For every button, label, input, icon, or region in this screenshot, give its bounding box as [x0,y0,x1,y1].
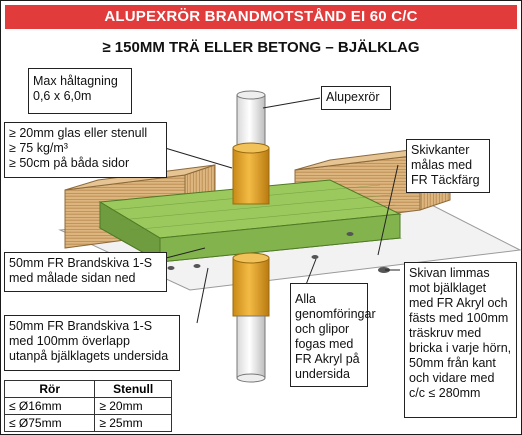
table-cell: ≤ Ø16mm [3,397,96,415]
label-penetrations: Alla genomföringar och glipor fogas med … [290,283,376,387]
label-edges-line: Skivkanter [411,143,470,157]
label-glue-line: c/c ≤ 280mm [409,386,481,400]
label-penetrations-line: och glipor [295,322,350,336]
table-cell: ≥ 25mm [94,414,172,432]
label-glue-line: mot bjälklaget [409,281,487,295]
label-insulation: ≥ 20mm glas eller stenull ≥ 75 kg/m³ ≥ 5… [4,122,167,178]
label-board-upper-line: 50mm FR Brandskiva 1-S [9,256,153,270]
label-board-lower-line: 50mm FR Brandskiva 1-S [9,319,153,333]
leader-lines [164,97,400,324]
table-header-cell: Stenull [94,380,172,398]
pipe-insulation-table: Rör Stenull ≤ Ø16mm ≥ 20mm ≤ Ø75mm ≥ 25m… [3,380,172,432]
label-edges-line: FR Täckfärg [411,173,480,187]
table-cell: ≥ 20mm [94,397,172,415]
label-glue-line: 50mm från kant [409,356,496,370]
label-board-upper: 50mm FR Brandskiva 1-S med målade sidan … [4,252,167,292]
table-cell: ≤ Ø75mm [3,414,96,432]
label-glue-line: Skivan limmas [409,266,490,280]
label-max-opening-line: 0,6 x 6,0m [33,89,92,103]
table-row: ≤ Ø16mm ≥ 20mm [3,397,172,415]
subtitle-bold: ≥ 150MM [102,39,165,56]
table-header-cell: Rör [3,380,96,398]
label-glue-line: träskruv med [409,326,482,340]
label-glue-line: bricka i varje hörn, [409,341,512,355]
label-pipe-text: Alupexrör [326,90,380,104]
table-row: ≤ Ø75mm ≥ 25mm [3,414,172,432]
label-edges-line: målas med [411,158,473,172]
subtitle: ≥ 150MM TRÄ ELLER BETONG – BJÄLKLAG [0,39,522,56]
label-insulation-line: ≥ 75 kg/m³ [9,141,68,155]
table-header-row: Rör Stenull [3,380,172,398]
label-board-lower-line: utanpå bjälklagets undersida [9,349,169,363]
label-board-upper-line: med målade sidan ned [9,271,136,285]
subtitle-rest: TRÄ ELLER BETONG – BJÄLKLAG [169,39,420,56]
fire-board [98,179,402,263]
label-glue: Skivan limmas mot bjälklaget med FR Akry… [404,262,517,418]
label-penetrations-line: FR Akryl på [295,352,360,366]
title-bar: ALUPEXRÖR BRANDMOTSTÅND EI 60 C/C [5,5,517,29]
pipe-upper [232,90,270,205]
label-max-opening: Max håltagning 0,6 x 6,0m [28,68,132,114]
label-glue-line: och vidare med [409,371,495,385]
label-insulation-line: ≥ 20mm glas eller stenull [9,126,148,140]
label-board-lower: 50mm FR Brandskiva 1-S med 100mm överlap… [4,315,180,371]
pipe-lower [232,252,270,383]
label-penetrations-line: fogas med [295,337,354,351]
label-insulation-line: ≥ 50cm på båda sidor [9,156,130,170]
label-glue-line: fästs med 100mm [409,311,509,325]
label-board-lower-line: med 100mm överlapp [9,334,130,348]
label-glue-line: med FR Akryl och [409,296,508,310]
label-edges: Skivkanter målas med FR Täckfärg [406,139,490,193]
label-penetrations-line: undersida [295,367,350,381]
label-penetrations-line: genomföringar [295,307,376,321]
label-penetrations-line: Alla [295,292,316,306]
label-pipe: Alupexrör [321,86,391,110]
label-max-opening-line: Max håltagning [33,74,118,88]
